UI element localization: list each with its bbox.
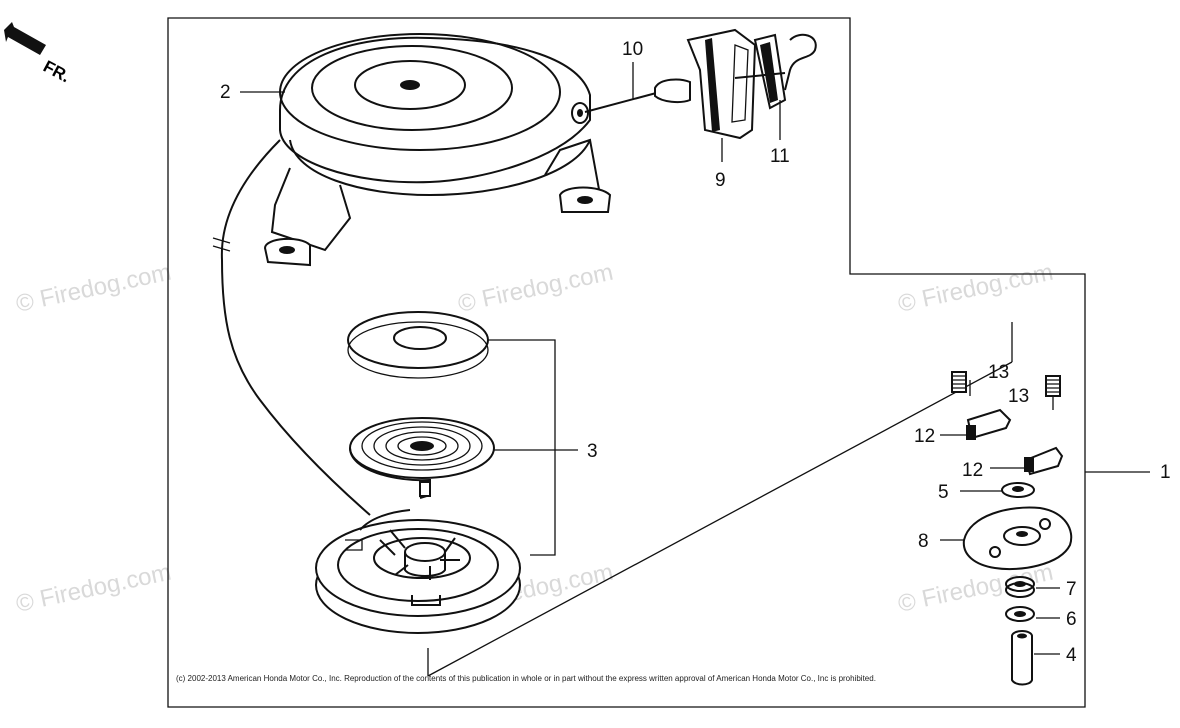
starter-rope (220, 139, 371, 516)
front-arrow-icon (4, 22, 46, 55)
callout-6: 6 (1066, 609, 1077, 630)
callout-7: 7 (1066, 579, 1077, 600)
assembly-frame (167, 17, 1086, 708)
ratchets (966, 408, 1064, 476)
friction-spring (1005, 576, 1035, 598)
callout-1: 1 (1160, 462, 1171, 483)
divider-line (427, 361, 1013, 677)
rope-knot-plate (753, 33, 817, 110)
starter-reel (315, 509, 521, 634)
watermark: © Firedog.com (14, 559, 174, 618)
watermark: © Firedog.com (14, 259, 174, 318)
watermark: © Firedog.com (456, 259, 616, 318)
setting-washer (1005, 606, 1035, 622)
callout-3: 3 (587, 441, 598, 462)
setting-pin (1011, 630, 1033, 686)
watermark: © Firedog.com (896, 259, 1056, 318)
callout-4: 4 (1066, 645, 1077, 666)
leader-lines (240, 62, 1150, 655)
rope-break-mark (212, 237, 231, 252)
starter-grip (654, 28, 757, 140)
watermarks: © Firedog.com © Firedog.com © Firedog.co… (14, 259, 1056, 618)
callouts: 1 2 3 4 5 6 7 8 9 10 11 12 12 13 13 (220, 39, 1171, 666)
copyright-notice: (c) 2002-2013 American Honda Motor Co., … (176, 674, 876, 683)
callout-2: 2 (220, 82, 231, 103)
ratchet-washer (1001, 482, 1035, 498)
callout-13b: 13 (1008, 386, 1029, 407)
reel-washer (347, 311, 489, 379)
rope-through-grip (734, 72, 786, 79)
callout-8: 8 (918, 531, 929, 552)
starter-case (263, 33, 612, 267)
leader-bracket-3 (488, 339, 556, 556)
starter-rope-end (584, 91, 661, 113)
return-spring (349, 417, 495, 499)
direction-label: FR. (40, 57, 73, 87)
callout-13a: 13 (988, 362, 1009, 383)
callout-9: 9 (715, 170, 726, 191)
ratchet-springs (951, 371, 1061, 397)
callout-10: 10 (622, 39, 643, 60)
ratchet-guide (962, 506, 1073, 571)
callout-5: 5 (938, 482, 949, 503)
callout-11: 11 (770, 146, 790, 167)
callout-12a: 12 (914, 426, 935, 447)
callout-12b: 12 (962, 460, 983, 481)
